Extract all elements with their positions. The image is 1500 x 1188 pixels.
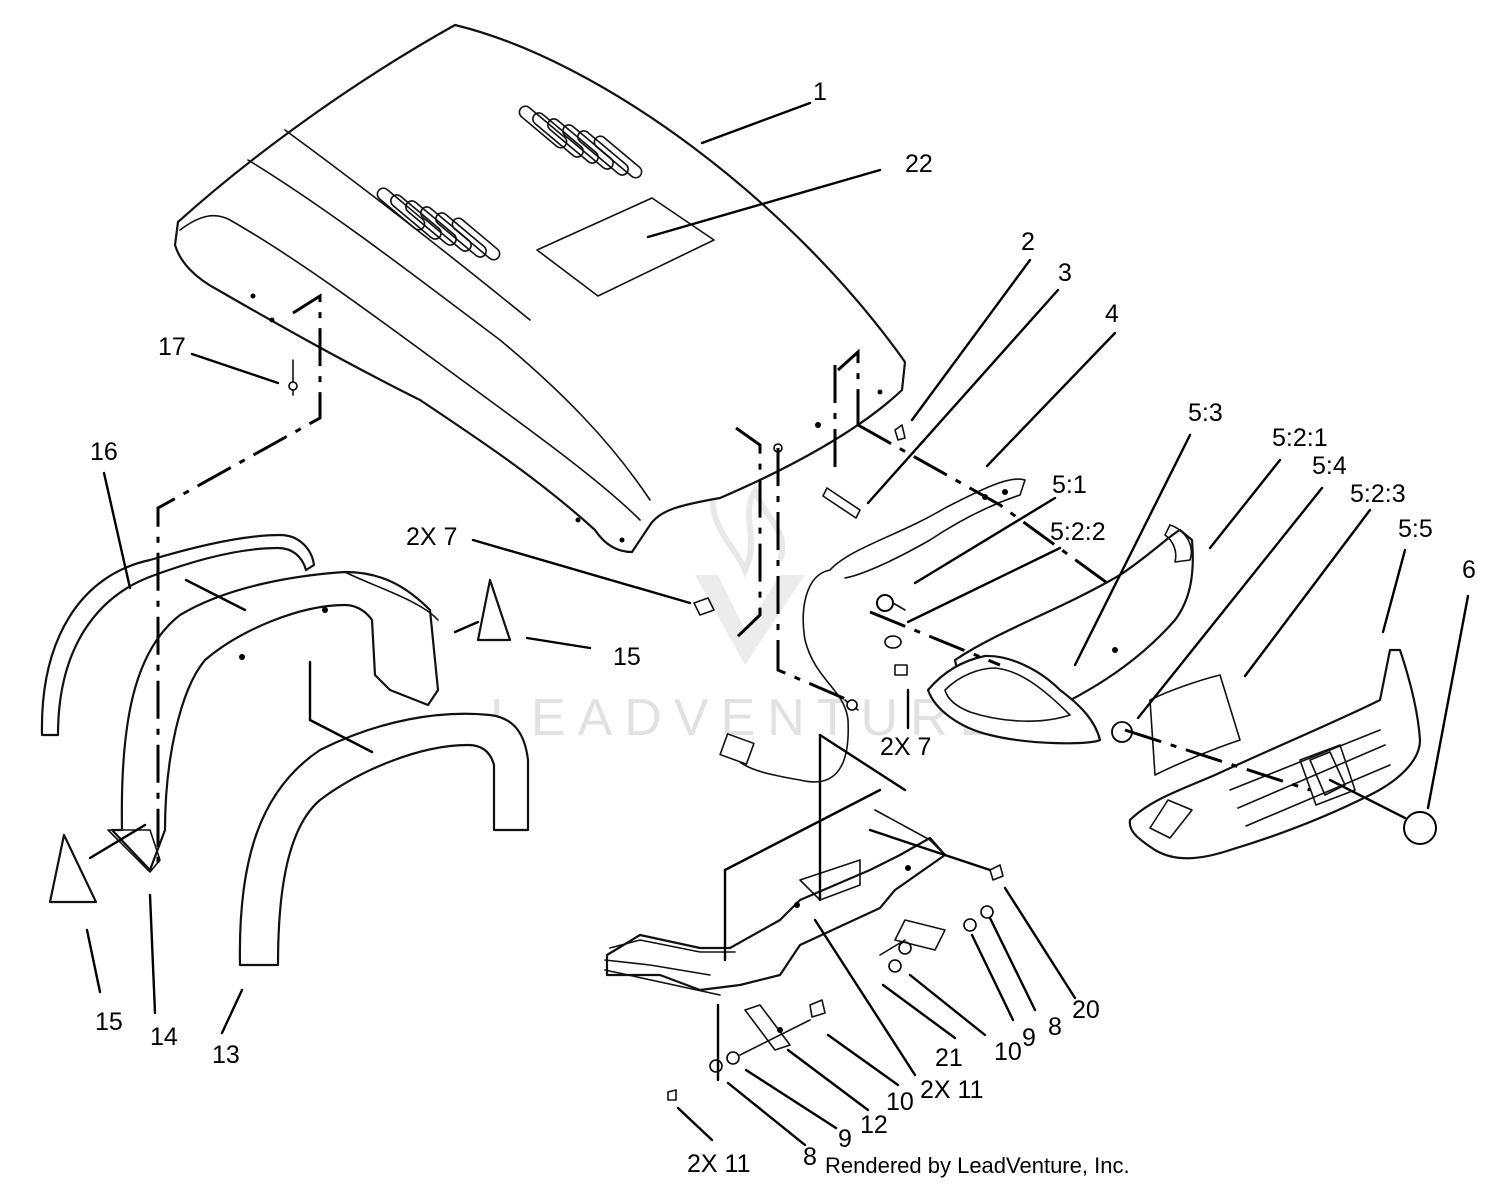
callout-10-upper: 10 [994,1038,1022,1066]
bumper-part-15-left [48,833,98,904]
callout-8-upper: 8 [1048,1013,1062,1041]
bulb-part-5-1 [876,594,906,612]
callout-16: 16 [90,438,118,466]
callout-22: 22 [905,150,933,178]
callout-labels: 1 22 2 3 4 17 16 5:3 5:2:1 5:4 5:2:3 5:5… [90,78,1476,1178]
callout-5-3: 5:3 [1188,399,1223,427]
callout-2x7-lower: 2X 7 [880,733,931,761]
callout-9-lower: 9 [838,1125,852,1153]
watermark-text: LEADVENTURE [490,689,1006,747]
headlight-lens-part-5-2-1 [1164,524,1192,563]
grille-part-6 [1128,648,1437,860]
callout-3: 3 [1058,259,1072,287]
hood-crease [247,159,651,501]
stay-rod-part-3 [822,487,861,519]
hood-vent-upper [518,105,643,179]
hood-ridge [179,214,641,521]
pin-part-17 [288,359,298,396]
callout-5-4: 5:4 [1312,452,1347,480]
fender-trim-part-16 [40,533,316,737]
callout-1: 1 [813,78,827,106]
callout-2x7-upper: 2X 7 [406,523,457,551]
callout-2x11-lower: 2X 11 [687,1150,750,1178]
clip-part-7-upper [693,597,715,616]
callout-20: 20 [1072,996,1100,1024]
callout-15-left: 15 [95,1008,123,1036]
callout-13: 13 [212,1041,240,1069]
callout-5-5: 5:5 [1398,515,1433,543]
callout-9-upper: 9 [1022,1024,1036,1052]
bulb-socket-part-5-2-2 [884,635,908,676]
headlight-bracket-part-4 [829,478,1026,579]
hood-part-1 [173,23,907,554]
harness-wire [719,569,859,783]
callout-5-1: 5:1 [1052,471,1087,499]
hood-outline [173,23,907,554]
headlight-frame-part-5-2-3 [926,654,1102,745]
hardware-bolts-lower [667,999,826,1101]
callout-5-2-3: 5:2:3 [1350,480,1406,508]
callout-15-right: 15 [613,643,641,671]
callout-10-lower: 10 [886,1088,914,1116]
hardware-bolts-right [879,864,1004,973]
hood-holes [250,293,883,543]
credit-text: Rendered by LeadVenture, Inc. [825,1153,1130,1178]
callout-21: 21 [935,1044,963,1072]
watermark-logo [695,478,805,665]
callout-12: 12 [860,1111,888,1139]
hood-support-frame [604,809,947,1051]
phantom-lines [156,293,1311,865]
assembly-lines [88,578,1407,1082]
decal-part-22 [536,197,715,297]
callout-2x11-upper: 2X 11 [920,1076,983,1104]
fender-part-13 [238,712,530,967]
callout-17: 17 [158,333,186,361]
callout-5-2-2: 5:2:2 [1050,518,1106,546]
bumper-part-15-right [476,578,512,642]
callout-5-2-1: 5:2:1 [1272,424,1328,452]
callout-leaders [85,101,1470,1147]
lens-cover-part-5-5 [1149,674,1241,776]
hood-vent-lower [376,187,501,261]
callout-6: 6 [1462,556,1476,584]
callout-14: 14 [150,1023,178,1051]
callout-8-lower: 8 [803,1143,817,1171]
callout-2: 2 [1021,228,1035,256]
screw-part-2 [773,422,906,453]
watermark: LEADVENTURE [490,478,1006,747]
callout-4: 4 [1105,300,1119,328]
